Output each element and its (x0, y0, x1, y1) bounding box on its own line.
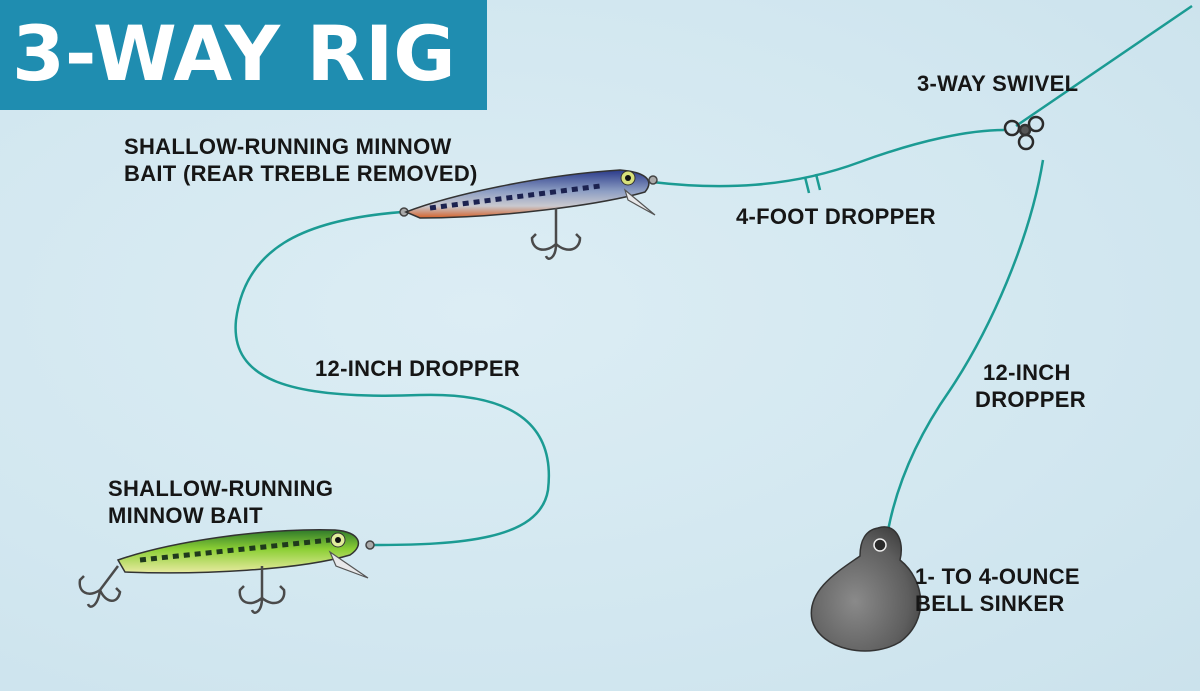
line-break-mark (803, 173, 822, 194)
right-dropper-label-line2: DROPPER (975, 387, 1086, 412)
bottom-minnow-lure (78, 529, 375, 614)
page-title: 3-WAY RIG (12, 9, 456, 98)
sinker-label-line2: BELL SINKER (915, 591, 1065, 616)
right-dropper-line (885, 159, 1045, 537)
left-dropper-line (234, 210, 551, 547)
main-line (1015, 4, 1193, 128)
top-bait-label-line1: SHALLOW-RUNNING MINNOW (124, 134, 452, 159)
swivel-label: 3-WAY SWIVEL (917, 71, 1079, 96)
sinker-label-line1: 1- TO 4-OUNCE (915, 564, 1080, 589)
bell-sinker (810, 526, 922, 652)
four-foot-dropper-line (651, 128, 1005, 188)
four-foot-dropper-label: 4-FOOT DROPPER (736, 204, 936, 229)
right-dropper-label-line1: 12-INCH (983, 360, 1071, 385)
three-way-swivel (1003, 115, 1045, 151)
bottom-bait-label-line2: MINNOW BAIT (108, 503, 263, 528)
bottom-bait-label-line1: SHALLOW-RUNNING (108, 476, 334, 501)
top-minnow-lure (399, 169, 658, 260)
title-banner: 3-WAY RIG (0, 0, 487, 110)
top-bait-label-line2: BAIT (REAR TREBLE REMOVED) (124, 161, 478, 186)
left-dropper-label: 12-INCH DROPPER (315, 356, 520, 381)
